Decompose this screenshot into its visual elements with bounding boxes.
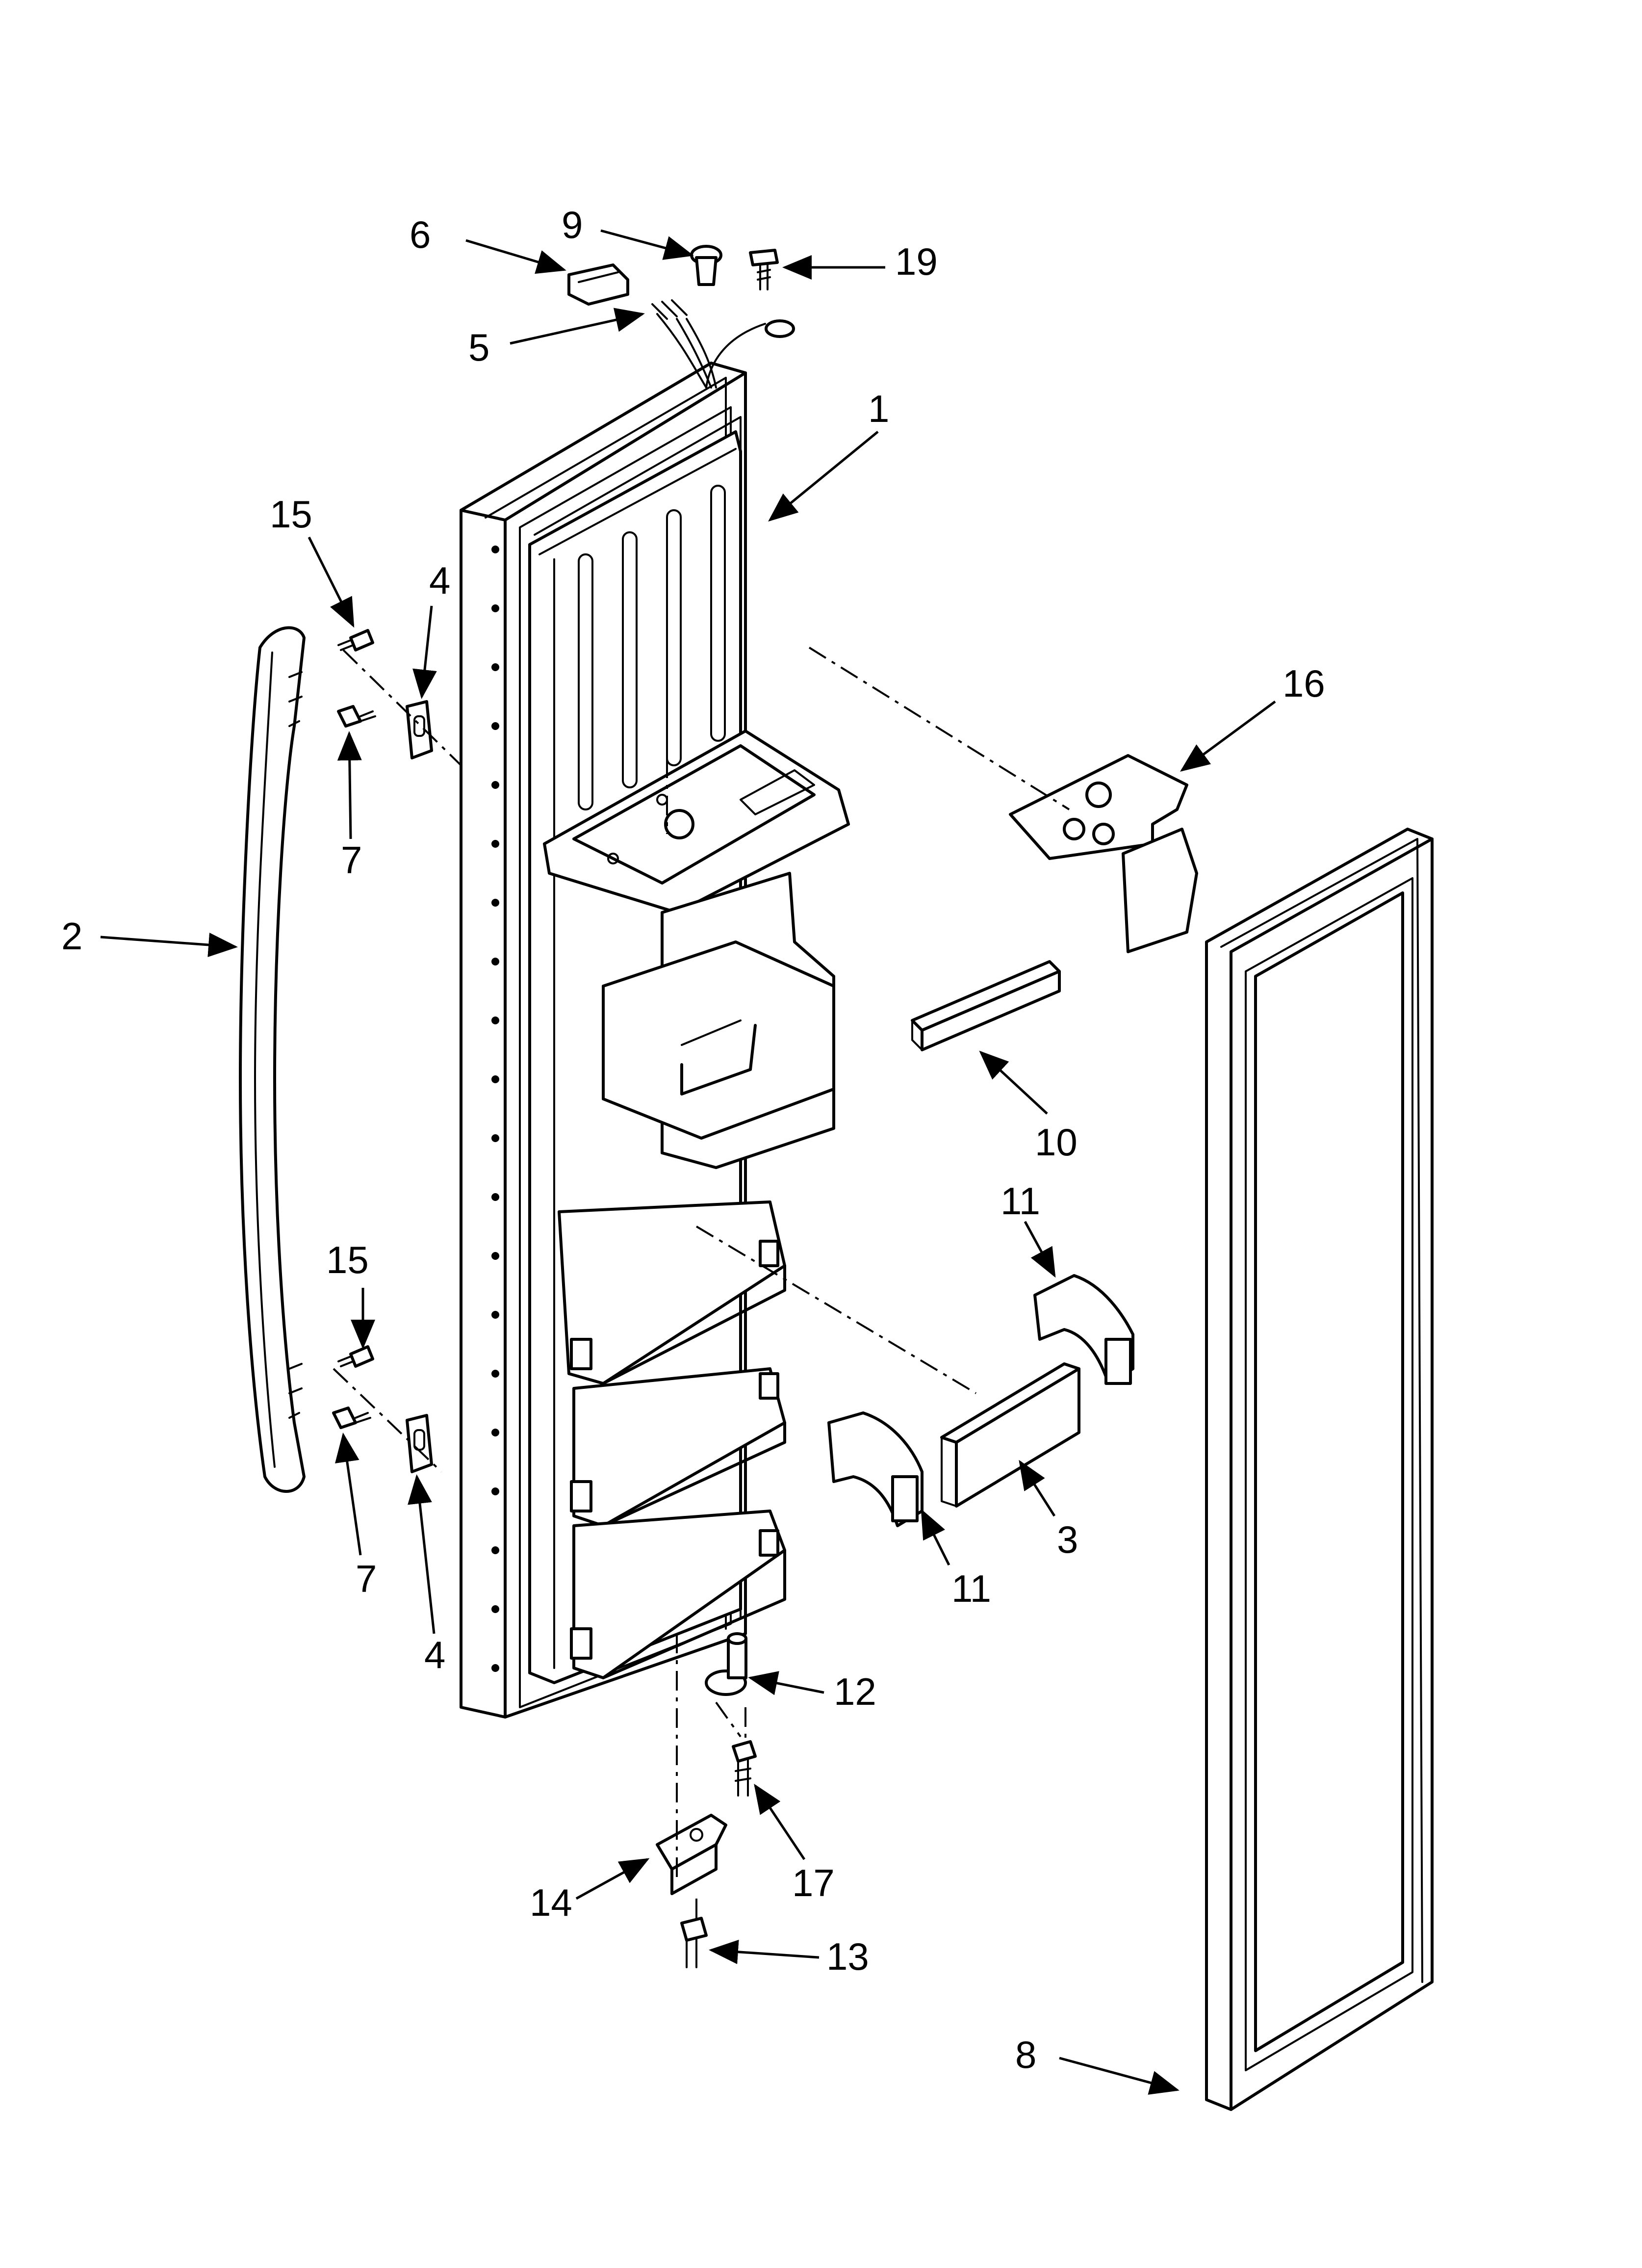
wire-harness xyxy=(651,299,795,389)
top-hardware xyxy=(567,245,779,306)
callout-4-lower: 4 xyxy=(424,1633,445,1676)
callout-15-upper: 15 xyxy=(270,493,312,536)
lower-hinge-hardware xyxy=(656,1632,757,1968)
shelf-front xyxy=(940,1362,1080,1508)
callout-7-lower: 7 xyxy=(356,1557,377,1600)
shelf-trim xyxy=(911,960,1061,1051)
callout-10: 10 xyxy=(1035,1121,1078,1164)
hinge-plate xyxy=(1009,754,1198,953)
callout-5: 5 xyxy=(468,326,489,369)
door-assembly xyxy=(460,299,850,1719)
door-shelves xyxy=(558,1200,786,1679)
callout-13: 13 xyxy=(826,1935,869,1978)
door-gasket xyxy=(1205,828,1434,2111)
callout-4-upper: 4 xyxy=(429,559,450,602)
callout-8: 8 xyxy=(1015,2033,1036,2076)
callout-2: 2 xyxy=(61,914,82,958)
callout-12: 12 xyxy=(834,1670,876,1713)
callout-6: 6 xyxy=(410,213,431,256)
alignment-lines xyxy=(333,647,1070,1918)
callout-9: 9 xyxy=(562,203,583,246)
shelf-end-caps xyxy=(827,1274,1134,1527)
callout-1: 1 xyxy=(868,387,889,430)
callout-16: 16 xyxy=(1283,662,1325,705)
callout-11-lower: 11 xyxy=(951,1567,991,1610)
callouts: 6 9 19 5 1 15 4 7 16 2 10 11 15 xyxy=(61,203,1325,2095)
handle-hardware xyxy=(332,629,433,1473)
callout-11-upper: 11 xyxy=(1001,1179,1040,1223)
door-screw-holes xyxy=(491,546,499,1672)
callout-19: 19 xyxy=(895,240,938,283)
liner-ribs xyxy=(578,485,726,810)
callout-3: 3 xyxy=(1057,1518,1078,1561)
callout-17: 17 xyxy=(792,1861,835,1904)
callout-15-lower: 15 xyxy=(326,1238,369,1281)
callout-7-upper: 7 xyxy=(341,838,362,882)
door-handle xyxy=(239,626,306,1493)
callout-14: 14 xyxy=(530,1881,572,1924)
